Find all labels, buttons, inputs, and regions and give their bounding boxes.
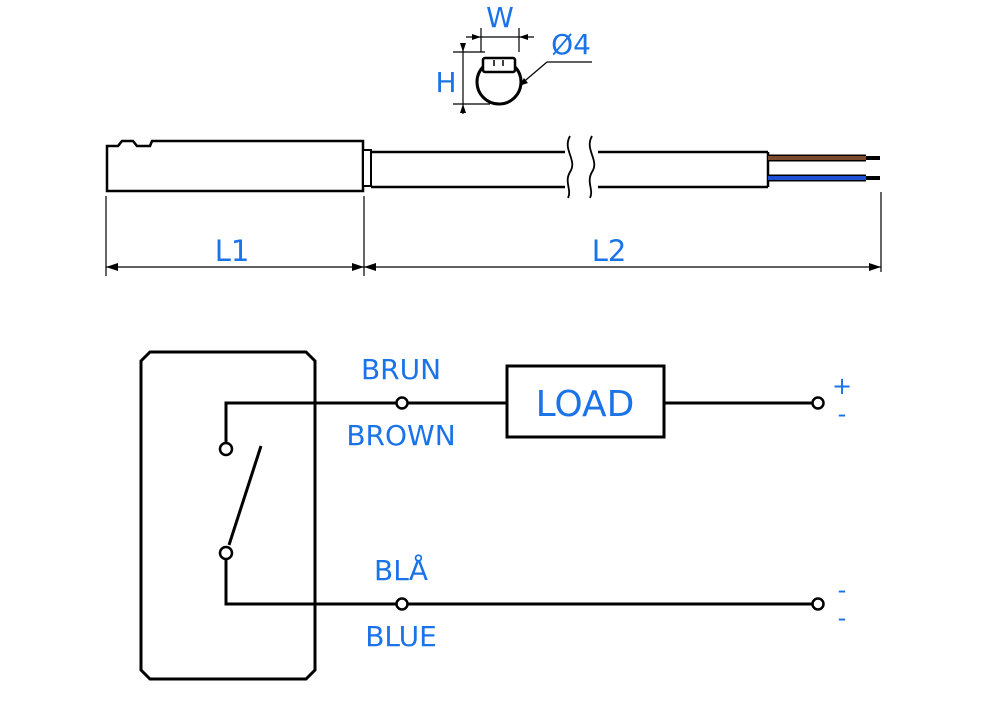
diameter-label: Ø4 (551, 28, 591, 61)
sensor-key-shape (481, 56, 517, 74)
height-label: H (435, 66, 456, 99)
cable-break-left (566, 135, 574, 199)
switch-blade (227, 445, 263, 546)
sensor-housing (139, 350, 317, 681)
width-label: W (486, 1, 514, 34)
bottom-terminal-minus-1: - (838, 576, 847, 604)
cross-section-view (453, 28, 592, 114)
sensor-body (105, 139, 365, 193)
load-box (505, 364, 666, 439)
blue-label-swedish: BLÅ (374, 553, 428, 587)
switch-contact-top (218, 441, 234, 457)
length-dimensions (105, 192, 882, 276)
cable-wires (768, 154, 880, 182)
l1-label: L1 (215, 234, 250, 268)
bottom-terminal (811, 597, 825, 611)
switch-contact-bottom (218, 545, 234, 561)
cable-gland (362, 149, 372, 187)
blue-wire-node (395, 597, 409, 611)
l2-label: L2 (592, 234, 627, 268)
bottom-terminal-minus-2: - (838, 604, 847, 632)
load-label: LOAD (536, 384, 635, 425)
top-terminal-minus: - (838, 400, 847, 428)
bottom-internal-wire (224, 559, 397, 606)
top-terminal-plus: + (832, 372, 852, 400)
cable-break-right (588, 135, 596, 199)
top-terminal (811, 396, 825, 410)
brown-wire-node (395, 396, 409, 410)
brown-label-english: BROWN (346, 419, 455, 452)
blue-label-english: BLUE (365, 620, 437, 653)
schematic (139, 350, 825, 681)
top-internal-wire (224, 401, 402, 443)
sensor-side-view (105, 135, 770, 199)
brown-label-swedish: BRUN (361, 353, 441, 386)
